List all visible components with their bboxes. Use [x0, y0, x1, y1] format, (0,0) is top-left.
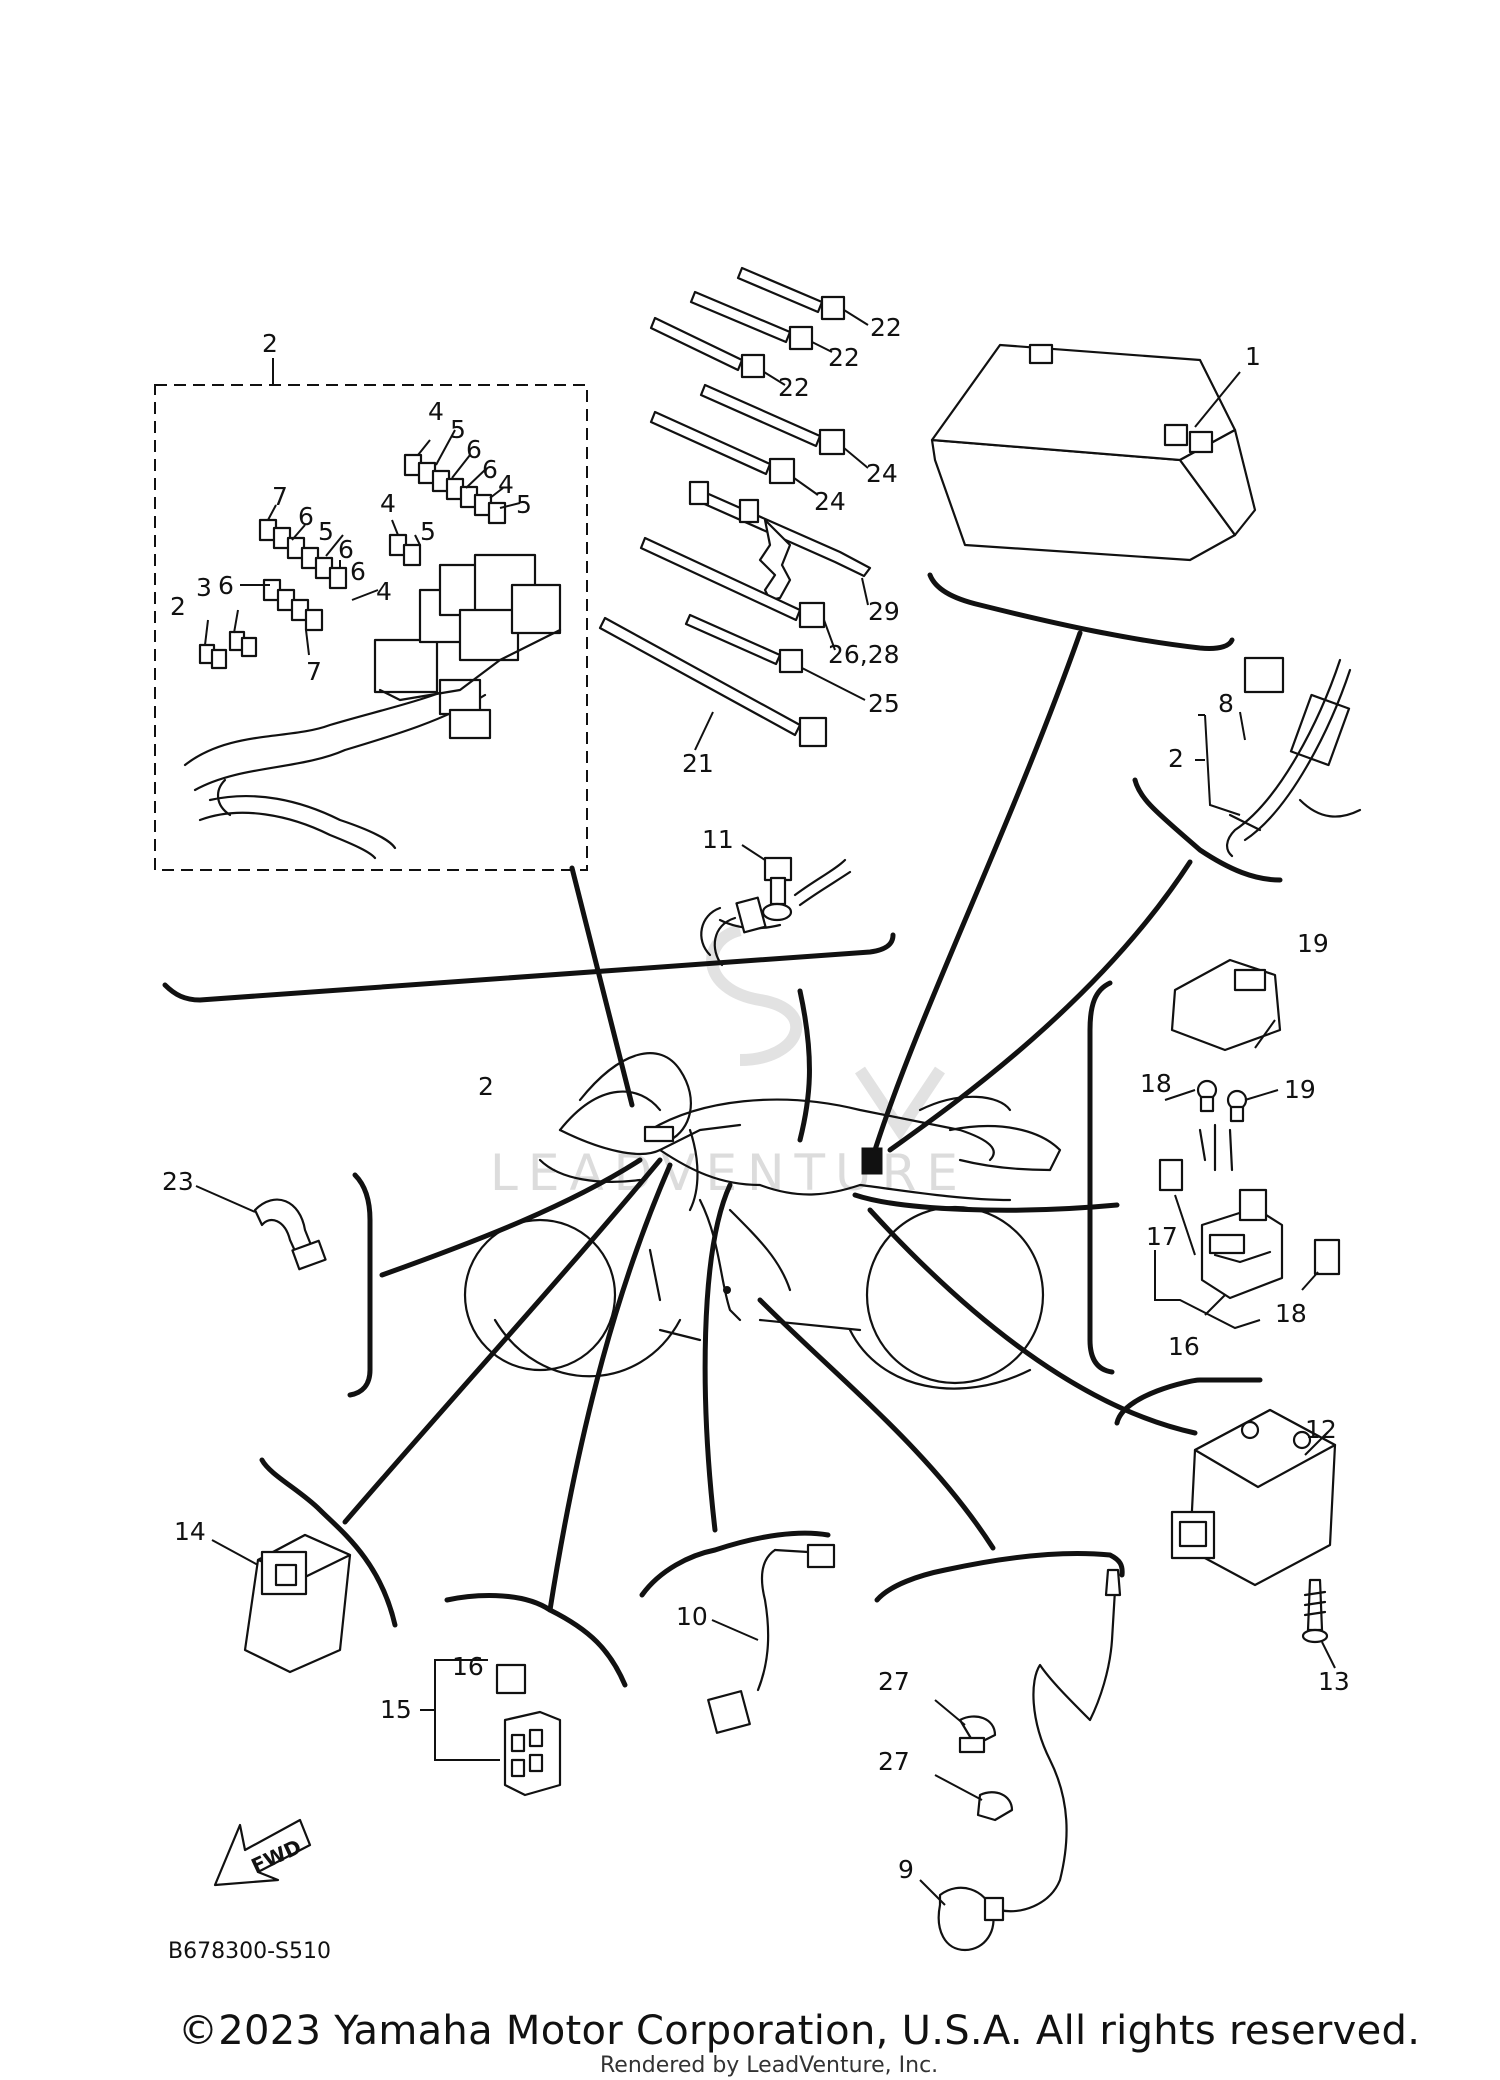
clamp-23 — [195, 1185, 327, 1271]
connector-detail — [1195, 656, 1362, 858]
callout-1: 1 — [1245, 342, 1261, 371]
callout-6: 6 — [338, 535, 354, 564]
callout-15: 15 — [380, 1695, 412, 1724]
callout-2: 2 — [262, 329, 278, 358]
sensor-10 — [707, 1543, 836, 1734]
fuse-box-detail — [154, 358, 588, 871]
motorcycle-outline — [463, 1052, 1062, 1390]
callout-18: 17 — [1146, 1222, 1178, 1251]
callout-4: 4 — [380, 489, 396, 518]
forward-arrow: FWD — [213, 1818, 312, 1887]
callout-27: 27 — [878, 1747, 910, 1776]
callout-5: 5 — [516, 490, 532, 519]
rendered-by: Rendered by LeadVenture, Inc. — [600, 2053, 939, 2078]
sensor-9 — [919, 1568, 1122, 1952]
callout-17: 16 — [1168, 1332, 1200, 1361]
callout-11: 11 — [702, 825, 734, 854]
callout-18: 18 — [1275, 1299, 1307, 1328]
callout-6: 6 — [350, 557, 366, 586]
watermark: LEADVENTURE — [490, 924, 958, 1202]
callout-4: 4 — [498, 470, 514, 499]
callout-26-28: 26,28 — [828, 640, 900, 669]
coupler — [420, 1659, 562, 1797]
callout-8: 8 — [1218, 689, 1234, 718]
callout-6: 6 — [218, 571, 234, 600]
callout-13: 13 — [1318, 1667, 1350, 1696]
callout-3: 3 — [196, 573, 212, 602]
callout-7: 7 — [306, 657, 322, 686]
callout-4: 4 — [428, 397, 444, 426]
callout-20: 19 — [1297, 929, 1329, 958]
callout-23: 23 — [162, 1167, 194, 1196]
callout-6: 6 — [482, 455, 498, 484]
starter-relay-detail — [1154, 958, 1341, 1330]
panel-brackets — [162, 572, 1283, 1688]
callout-24: 24 — [814, 487, 846, 516]
callout-22: 22 — [870, 313, 902, 342]
callout-4: 4 — [376, 577, 392, 606]
callout-5: 5 — [450, 415, 466, 444]
callout-labels: 2 1 4 5 6 6 4 5 7 6 5 6 4 5 6 4 6 3 2 7 … — [162, 313, 1350, 1964]
diagram-code: B678300-S510 — [168, 1939, 331, 1964]
callout-6: 6 — [466, 435, 482, 464]
callout-19: 19 — [1284, 1075, 1316, 1104]
callout-16: 16 — [452, 1652, 484, 1681]
copyright-notice: ©2023 Yamaha Motor Corporation, U.S.A. A… — [178, 2008, 1421, 2054]
battery — [930, 343, 1257, 562]
callout-3: 2 — [170, 592, 186, 621]
battery-cable-detail — [700, 844, 852, 967]
rectifier-regulator — [1170, 1408, 1337, 1669]
callout-29: 29 — [868, 597, 900, 626]
callout-2: 2 — [1168, 744, 1184, 773]
callout-22: 22 — [828, 343, 860, 372]
callout-22: 22 — [778, 373, 810, 402]
callout-2: 2 — [478, 1072, 494, 1101]
callout-24: 24 — [866, 459, 898, 488]
flasher-relay — [211, 1533, 352, 1674]
callout-27: 27 — [878, 1667, 910, 1696]
leader-lines — [342, 630, 1198, 1613]
callout-7: 7 — [272, 482, 288, 511]
cable-ties — [598, 266, 872, 751]
callout-10: 10 — [676, 1602, 708, 1631]
callout-5: 5 — [318, 517, 334, 546]
callout-5: 5 — [420, 517, 436, 546]
callout-12: 12 — [1305, 1415, 1337, 1444]
callout-14: 14 — [174, 1517, 206, 1546]
callout-19: 18 — [1140, 1069, 1172, 1098]
callout-25: 25 — [868, 689, 900, 718]
callout-6: 6 — [298, 502, 314, 531]
callout-9: 9 — [898, 1855, 914, 1884]
callout-21: 21 — [682, 749, 714, 778]
